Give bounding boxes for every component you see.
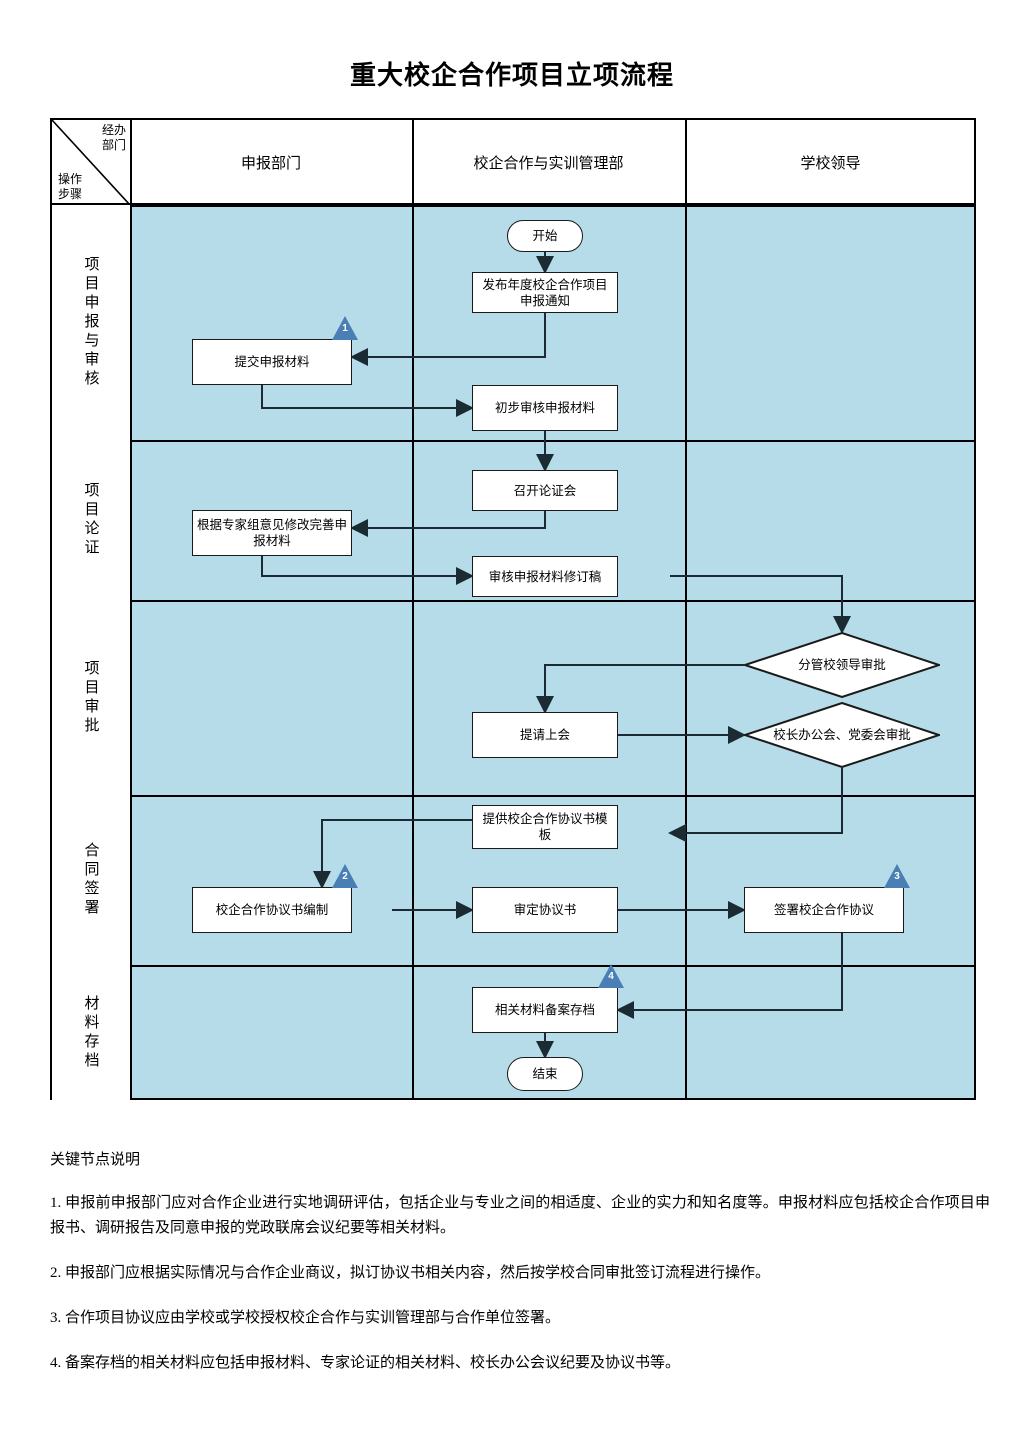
node-submit-to-meeting[interactable]: 提请上会 xyxy=(472,712,618,758)
column-divider-2 xyxy=(412,120,414,1098)
corner-label-step: 操作步骤 xyxy=(57,172,82,201)
badge-2: 2 xyxy=(332,864,358,888)
corner-diagonal-icon xyxy=(52,120,130,205)
note-item-2: 2. 申报部门应根据实际情况与合作企业商议，拟订协议书相关内容，然后按学校合同审… xyxy=(50,1265,771,1281)
corner-header-cell: 经办部门 操作步骤 xyxy=(52,120,130,205)
stage-label-contract: 合同签署 xyxy=(52,795,130,965)
notes-heading: 关键节点说明 xyxy=(50,1152,141,1168)
column-header-applicant-dept: 申报部门 xyxy=(240,156,301,172)
node-start[interactable]: 开始 xyxy=(507,220,583,252)
node-archive-materials[interactable]: 相关材料备案存档 xyxy=(472,987,618,1033)
node-publish-notice[interactable]: 发布年度校企合作项目申报通知 xyxy=(472,272,618,313)
row-divider-header xyxy=(52,205,974,207)
badge-triangle-icon xyxy=(884,864,910,888)
note-item-1: 1. 申报前申报部门应对合作企业进行实地调研评估，包括企业与专业之间的相适度、企… xyxy=(50,1195,990,1236)
badge-triangle-icon xyxy=(332,316,358,340)
stage-label-application: 项目申报与审核 xyxy=(52,205,130,440)
header-band xyxy=(52,120,974,205)
node-hold-review-meeting[interactable]: 召开论证会 xyxy=(472,470,618,511)
row-divider-1 xyxy=(52,440,974,442)
diamond-shape-icon xyxy=(744,632,940,698)
node-committee-approval[interactable]: 校长办公会、党委会审批 xyxy=(744,702,940,768)
row-divider-3 xyxy=(52,795,974,797)
column-divider-1 xyxy=(130,120,132,1098)
row-divider-4 xyxy=(52,965,974,967)
node-submit-materials[interactable]: 提交申报材料 xyxy=(192,339,352,385)
note-item-4: 4. 备案存档的相关材料应包括申报材料、专家论证的相关材料、校长办公会议纪要及协… xyxy=(50,1355,681,1371)
node-end[interactable]: 结束 xyxy=(507,1057,583,1091)
node-sign-agreement[interactable]: 签署校企合作协议 xyxy=(744,887,904,933)
note-item-3: 3. 合作项目协议应由学校或学校授权校企合作与实训管理部与合作单位签署。 xyxy=(50,1310,561,1326)
node-provide-template[interactable]: 提供校企合作协议书模板 xyxy=(472,805,618,849)
page-title: 重大校企合作项目立项流程 xyxy=(349,61,674,90)
node-approve-agreement[interactable]: 审定协议书 xyxy=(472,887,618,933)
node-revise-materials[interactable]: 根据专家组意见修改完善申报材料 xyxy=(192,510,352,556)
stage-label-demonstration: 项目论证 xyxy=(52,440,130,600)
node-draft-agreement[interactable]: 校企合作协议书编制 xyxy=(192,887,352,933)
corner-label-department: 经办部门 xyxy=(101,123,126,152)
badge-triangle-icon xyxy=(598,964,624,988)
stage-label-approval: 项目审批 xyxy=(52,600,130,795)
column-header-school-leaders: 学校领导 xyxy=(800,156,861,172)
badge-4: 4 xyxy=(598,964,624,988)
badge-3: 3 xyxy=(884,864,910,888)
row-divider-2 xyxy=(52,600,974,602)
column-header-cooperation-dept: 校企合作与实训管理部 xyxy=(473,156,624,172)
notes-section: 关键节点说明 1. 申报前申报部门应对合作企业进行实地调研评估，包括企业与专业之… xyxy=(50,1148,990,1396)
node-leader-approval[interactable]: 分管校领导审批 xyxy=(744,632,940,698)
swimlane-table: 经办部门 操作步骤 申报部门 校企合作与实训管理部 学校领导 项目申报与审核 项… xyxy=(50,118,976,1100)
badge-1: 1 xyxy=(332,316,358,340)
diamond-shape-icon xyxy=(744,702,940,768)
node-review-revised[interactable]: 审核申报材料修订稿 xyxy=(472,556,618,597)
stage-label-archive: 材料存档 xyxy=(52,965,130,1100)
node-initial-review[interactable]: 初步审核申报材料 xyxy=(472,385,618,431)
column-divider-3 xyxy=(685,120,687,1098)
